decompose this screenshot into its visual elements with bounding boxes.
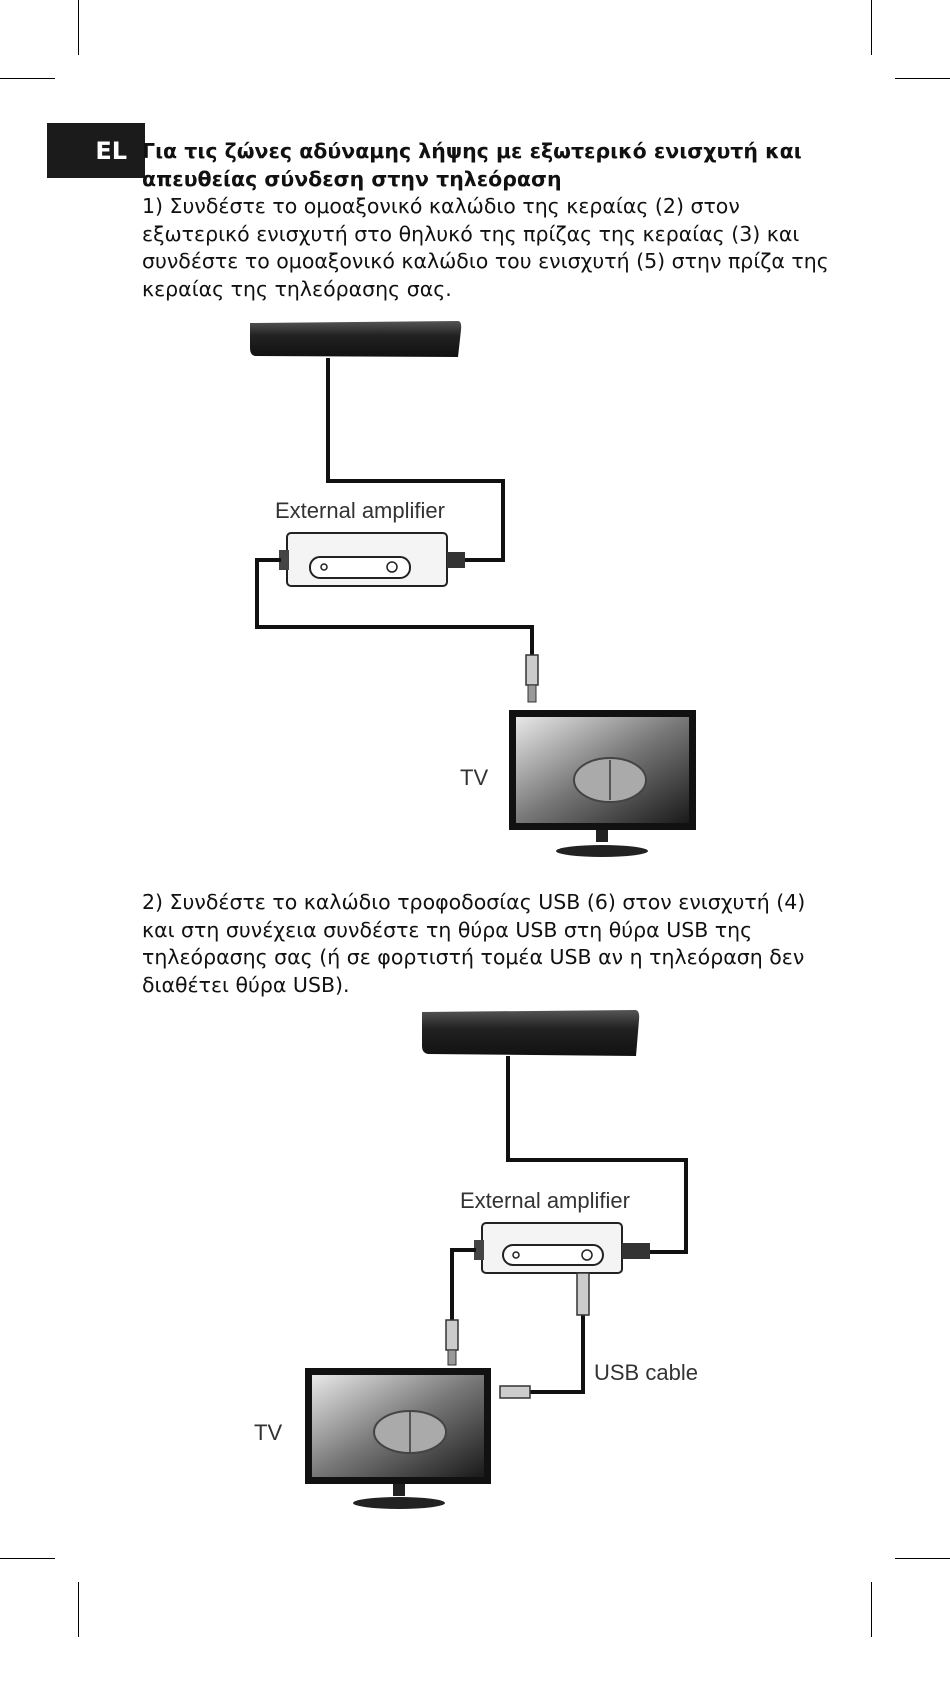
amplifier-icon: [279, 532, 465, 587]
antenna-icon: [250, 321, 462, 357]
usb-plug-icon: [499, 1272, 590, 1399]
step-1-text: 1) Συνδέστε το ομοαξονικό καλώδιο της κε…: [142, 194, 829, 301]
crop-mark: [871, 1582, 872, 1637]
crop-mark: [895, 1558, 950, 1559]
language-tab: EL: [47, 123, 145, 178]
intro-section: Για τις ζώνες αδύναμης λήψης με εξωτερικ…: [142, 138, 832, 303]
tv-icon: [305, 1368, 491, 1509]
crop-mark: [895, 78, 950, 79]
step-2-text: 2) Συνδέστε το καλώδιο τροφοδοσίας USB (…: [142, 890, 806, 997]
usb-cable: [530, 1315, 585, 1394]
diagram-2: External amplifier USB cable TV: [254, 1010, 698, 1509]
amplifier-to-tv-cable: [450, 1248, 476, 1320]
crop-mark: [871, 0, 872, 55]
amplifier-label: External amplifier: [275, 498, 445, 523]
diagram-1: External amplifier TV: [250, 321, 696, 857]
coax-cable: [506, 1056, 688, 1254]
antenna-icon: [422, 1010, 640, 1056]
amplifier-to-tv-cable: [255, 558, 534, 655]
crop-mark: [78, 0, 79, 55]
crop-mark: [0, 78, 55, 79]
usb-cable-label: USB cable: [594, 1360, 698, 1385]
amplifier-icon: [474, 1222, 650, 1274]
tv-label: TV: [254, 1420, 282, 1445]
tv-label: TV: [460, 765, 488, 790]
coax-plug-icon: [445, 1319, 459, 1366]
section-heading: Για τις ζώνες αδύναμης λήψης με εξωτερικ…: [142, 139, 802, 191]
amplifier-label: External amplifier: [460, 1188, 630, 1213]
coax-cable: [326, 358, 505, 562]
crop-mark: [0, 1558, 55, 1559]
crop-mark: [78, 1582, 79, 1637]
coax-plug-icon: [525, 654, 539, 703]
tv-icon: [509, 710, 696, 857]
step-2-section: 2) Συνδέστε το καλώδιο τροφοδοσίας USB (…: [142, 889, 832, 999]
